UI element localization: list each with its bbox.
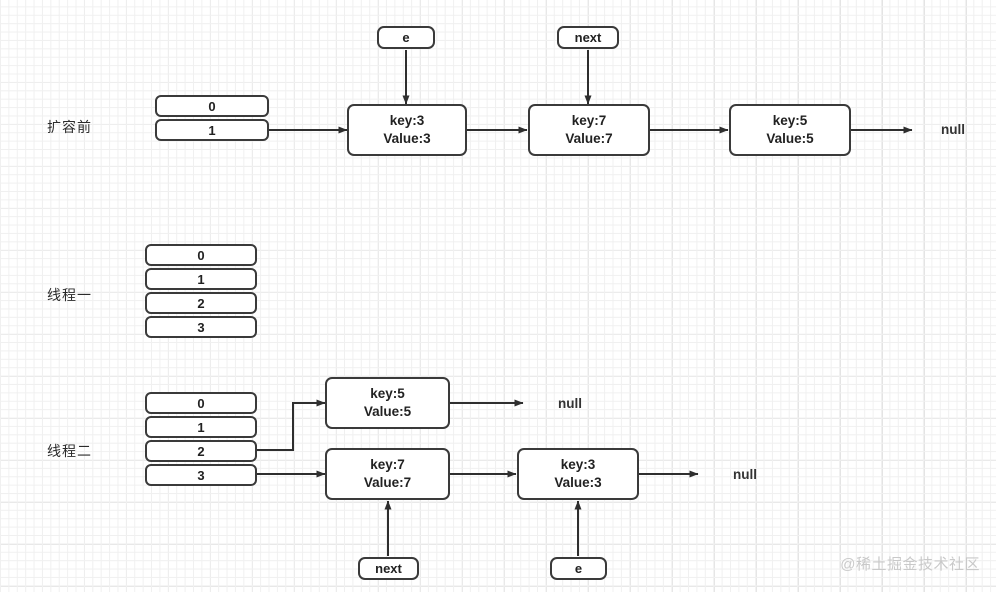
node-before-key5[interactable]: key:5 Value:5 bbox=[729, 104, 851, 156]
node-value: Value:3 bbox=[383, 131, 431, 146]
node-value: Value:5 bbox=[363, 404, 412, 419]
bucket-slot-t1-1[interactable]: 1 bbox=[145, 268, 257, 290]
node-value: Value:5 bbox=[766, 131, 814, 146]
node-value: Value:7 bbox=[363, 475, 412, 490]
pointer-tag-e-top[interactable]: e bbox=[377, 26, 435, 49]
edge-slot1-to-key5 bbox=[257, 399, 326, 451]
node-before-key3[interactable]: key:3 Value:3 bbox=[347, 104, 467, 156]
node-value: Value:7 bbox=[565, 131, 613, 146]
pointer-tag-next-top[interactable]: next bbox=[557, 26, 619, 49]
null-terminator-t2-chain2: null bbox=[733, 467, 757, 482]
row-label-thread-two: 线程二 bbox=[47, 443, 92, 459]
pointer-tag-e-bottom[interactable]: e bbox=[550, 557, 607, 580]
node-key: key:3 bbox=[389, 112, 425, 128]
null-terminator-before: null bbox=[941, 122, 965, 137]
bucket-slot-t2-2[interactable]: 2 bbox=[145, 440, 257, 462]
node-key: key:5 bbox=[370, 385, 405, 401]
node-key: key:5 bbox=[772, 112, 808, 128]
bucket-slot-t2-3[interactable]: 3 bbox=[145, 464, 257, 486]
bucket-slot-t2-1[interactable]: 1 bbox=[145, 416, 257, 438]
watermark: @稀土掘金技术社区 bbox=[840, 556, 980, 573]
pointer-tag-next-bottom[interactable]: next bbox=[358, 557, 419, 580]
node-t2-key3[interactable]: key:3 Value:3 bbox=[517, 448, 639, 500]
bucket-slot-before-1[interactable]: 1 bbox=[155, 119, 269, 141]
node-key: key:3 bbox=[560, 456, 596, 472]
node-value: Value:3 bbox=[554, 475, 602, 490]
node-t2-key5[interactable]: key:5 Value:5 bbox=[325, 377, 450, 429]
bucket-slot-t1-2[interactable]: 2 bbox=[145, 292, 257, 314]
node-key: key:7 bbox=[370, 456, 405, 472]
bucket-slot-t2-0[interactable]: 0 bbox=[145, 392, 257, 414]
node-t2-key7[interactable]: key:7 Value:7 bbox=[325, 448, 450, 500]
bucket-slot-t1-3[interactable]: 3 bbox=[145, 316, 257, 338]
row-label-before-resize: 扩容前 bbox=[47, 119, 92, 135]
node-before-key7[interactable]: key:7 Value:7 bbox=[528, 104, 650, 156]
bucket-slot-before-0[interactable]: 0 bbox=[155, 95, 269, 117]
node-key: key:7 bbox=[571, 112, 607, 128]
null-terminator-t2-chain1: null bbox=[558, 396, 582, 411]
bucket-slot-t1-0[interactable]: 0 bbox=[145, 244, 257, 266]
row-label-thread-one: 线程一 bbox=[47, 287, 92, 303]
